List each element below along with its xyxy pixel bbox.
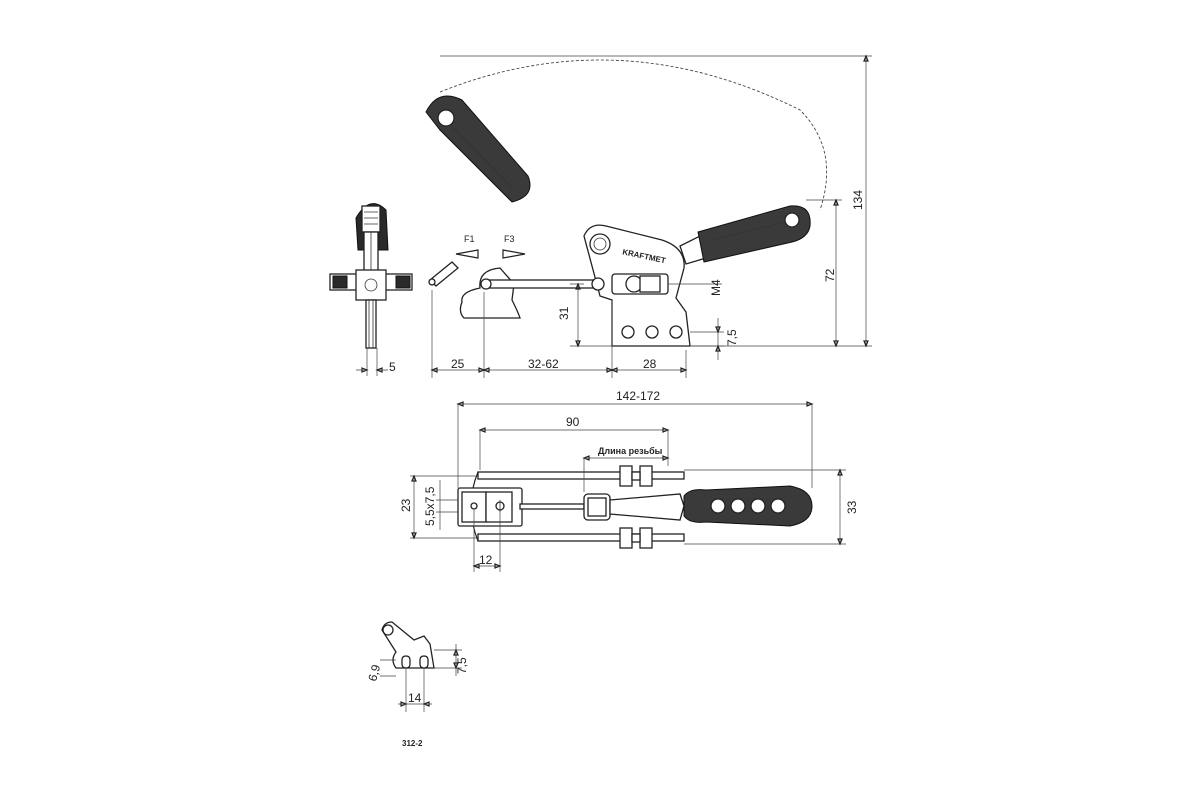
open-handle	[425, 95, 531, 203]
main-side-view: F1 F3 KRAFTMET	[425, 54, 872, 378]
dim-7-5-side: 7,5	[725, 329, 739, 346]
dim-23: 23	[399, 498, 413, 512]
front-end-view: 5	[329, 203, 413, 376]
model-number: 312-2	[402, 739, 423, 748]
dim-28: 28	[643, 357, 657, 371]
dim-142-172: 142-172	[616, 389, 660, 403]
dim-14: 14	[408, 691, 422, 705]
top-view: 142-172 90 Длина резьбы 23 5,5x7,5 33 12	[399, 389, 859, 572]
dim-7-5-base: 7,5	[455, 657, 469, 674]
dim-6-9: 6,9	[365, 663, 383, 683]
base-plate-detail: 6,9 7,5 14	[365, 621, 469, 712]
dim-m4: M4	[709, 279, 723, 296]
dim-72: 72	[823, 268, 837, 282]
dim-5: 5	[389, 360, 396, 374]
dim-134: 134	[851, 190, 865, 210]
dim-33: 33	[845, 500, 859, 514]
force-f3: F3	[502, 234, 526, 259]
force-f1: F1	[455, 234, 479, 259]
dim-slot: 5,5x7,5	[423, 486, 437, 526]
dim-32-62: 32-62	[528, 357, 559, 371]
handle-top	[683, 485, 813, 527]
dim-25: 25	[451, 357, 465, 371]
dim-31: 31	[557, 306, 571, 320]
dim-90: 90	[566, 415, 580, 429]
f1-label: F1	[464, 234, 475, 244]
thread-length-label: Длина резьбы	[598, 446, 663, 456]
dim-12: 12	[479, 553, 493, 567]
closed-handle	[679, 205, 811, 265]
f3-label: F3	[504, 234, 515, 244]
